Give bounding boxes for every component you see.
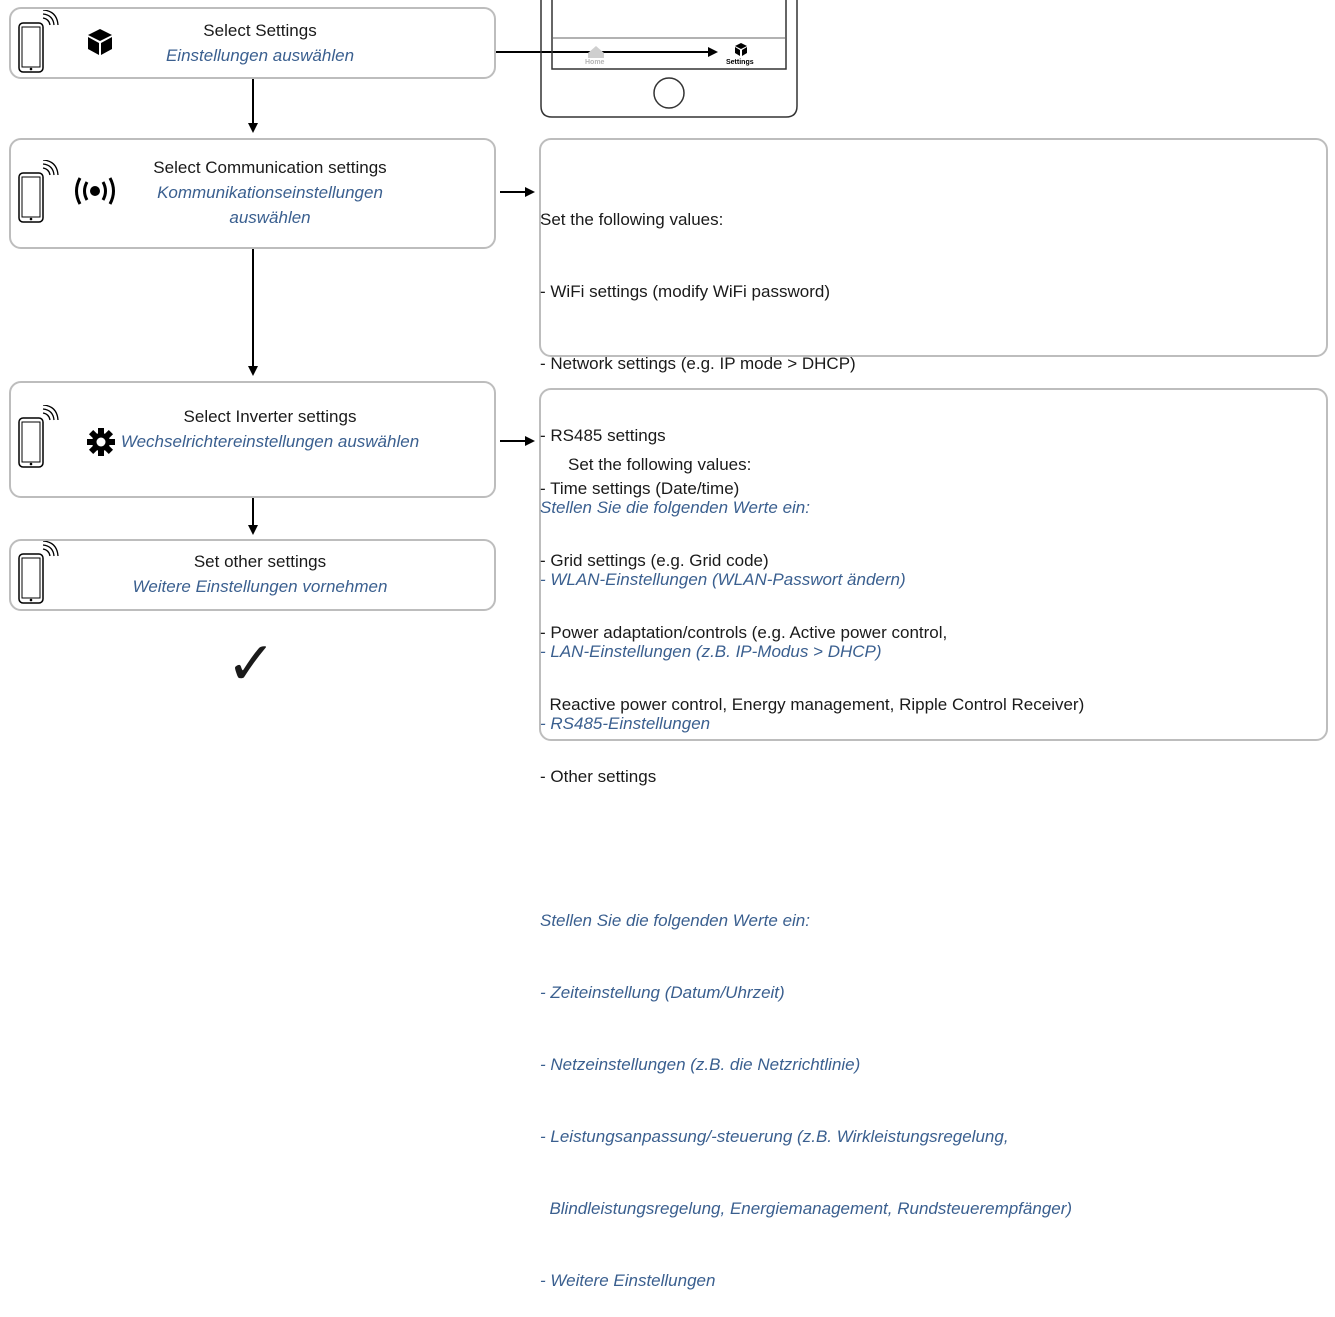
info-line: - Other settings — [540, 767, 657, 786]
info-line-de: - WLAN-Einstellungen (WLAN-Passwort ände… — [540, 570, 906, 589]
info-line: - Power adaptation/controls (e.g. Active… — [540, 623, 948, 642]
step-select-communication-label: Select Communication settings Kommunikat… — [118, 155, 422, 230]
step-other-settings — [9, 539, 496, 611]
phone-home-button — [653, 77, 685, 109]
info-line: Set the following values: — [568, 455, 752, 474]
gear-icon — [87, 428, 115, 456]
inverter-info-text: - Time settings (Date/time) - Grid setti… — [540, 429, 1084, 1317]
step-title-en: Select Settings — [203, 21, 317, 40]
step-select-inverter-label: Select Inverter settings Wechselrichtere… — [118, 404, 422, 454]
wireless-signal-icon — [75, 177, 115, 205]
cube-icon-small — [735, 43, 747, 56]
phone-home-label: Home — [585, 59, 605, 66]
info-line-de: Stellen Sie die folgenden Werte ein: — [540, 911, 810, 930]
phone-settings-label: Settings — [726, 59, 754, 66]
step-title-de: Wechselrichtereinstellungen auswählen — [120, 432, 420, 451]
info-line-de: - LAN-Einstellungen (z.B. IP-Modus > DHC… — [540, 642, 882, 661]
tablet-icon — [18, 160, 59, 223]
tablet-icon — [18, 10, 59, 73]
info-line-de: - Zeiteinstellung (Datum/Uhrzeit) — [540, 983, 785, 1002]
inverter-info-box — [539, 388, 1328, 741]
checkmark-icon: ✓ — [226, 630, 277, 697]
step-select-communication — [9, 138, 496, 249]
inverter-info-text-en: Set the following values: — [568, 405, 751, 501]
info-line-de: - Netzeinstellungen (z.B. die Netzrichtl… — [540, 1055, 861, 1074]
step-select-settings-label: Select Settings Einstellungen auswählen — [110, 18, 410, 68]
step-title-de: Kommunikationseinstellungen auswählen — [157, 183, 383, 227]
cube-icon — [88, 29, 112, 55]
communication-info-box — [539, 138, 1328, 357]
tablet-icon — [18, 541, 59, 604]
info-line-de: Blindleistungsregelung, Energiemanagemen… — [540, 1199, 1073, 1218]
info-line-de: - RS485-Einstellungen — [540, 714, 711, 733]
info-line: - WiFi settings (modify WiFi password) — [540, 282, 830, 301]
tablet-icon — [18, 405, 59, 468]
info-line: - RS485 settings — [540, 426, 666, 445]
step-other-settings-label: Set other settings Weitere Einstellungen… — [90, 549, 430, 599]
info-line-de: Stellen Sie die folgenden Werte ein: — [540, 498, 810, 517]
info-line: Set the following values: — [540, 210, 724, 229]
info-line: Reactive power control, Energy managemen… — [540, 695, 1085, 714]
step-title-en: Select Communication settings — [153, 158, 387, 177]
step-title-en: Set other settings — [193, 552, 327, 571]
communication-info-text: Set the following values: - WiFi setting… — [540, 160, 906, 760]
info-line: - Network settings (e.g. IP mode > DHCP) — [540, 354, 856, 373]
info-line: - Grid settings (e.g. Grid code) — [540, 551, 769, 570]
info-line-de: - Leistungsanpassung/-steuerung (z.B. Wi… — [540, 1127, 1009, 1146]
step-title-de: Weitere Einstellungen vornehmen — [132, 577, 388, 596]
home-icon — [588, 46, 604, 58]
phone-mockup — [540, 0, 798, 118]
step-title-en: Select Inverter settings — [183, 407, 357, 426]
info-line: - Time settings (Date/time) — [540, 479, 740, 498]
info-line-de: - Weitere Einstellungen — [540, 1271, 716, 1290]
step-title-de: Einstellungen auswählen — [165, 46, 355, 65]
